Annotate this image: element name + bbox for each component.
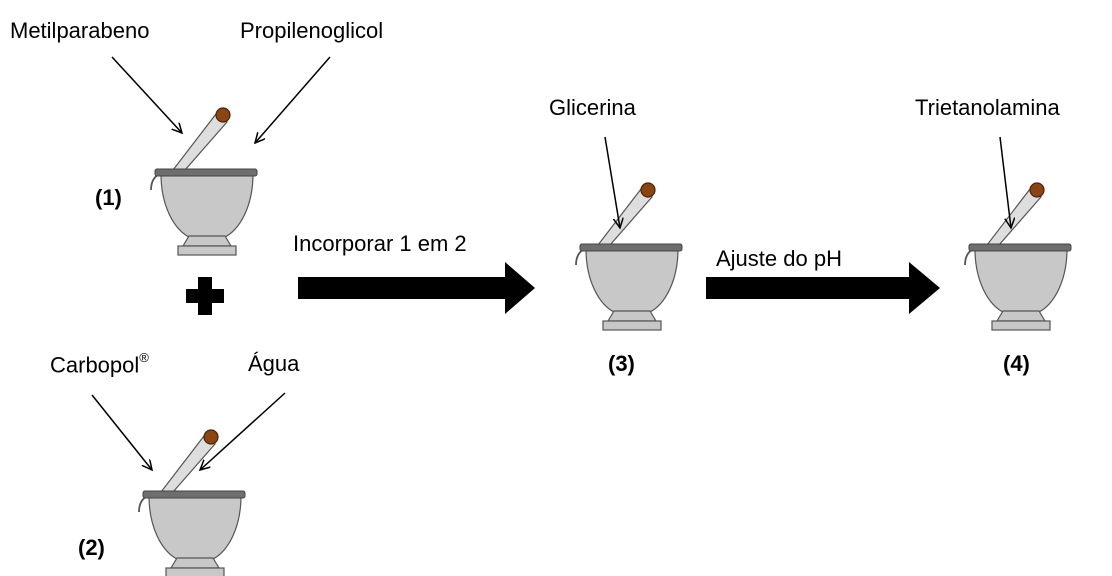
label-propilenoglicol: Propilenoglicol: [240, 18, 384, 43]
pointer-propilenoglicol-arrow: [255, 56, 331, 143]
plus-icon: [186, 277, 224, 315]
pointer-carbopol-arrow: [91, 394, 152, 470]
label-incorporar: Incorporar 1 em 2: [293, 231, 467, 256]
mortar-1-icon: [150, 107, 258, 256]
pointer-trietanolamina-arrow: [999, 136, 1011, 228]
incorporate-arrow: [298, 262, 535, 314]
mortar-2-icon: [138, 429, 246, 576]
step-3-number: (3): [608, 351, 635, 376]
mortar-4-icon: [964, 182, 1072, 331]
label-metilparabeno: Metilparabeno: [10, 18, 150, 43]
step-2-number: (2): [78, 535, 105, 560]
mortar-3-icon: [575, 182, 683, 331]
label-carbopol: Carbopol®: [50, 350, 149, 378]
label-ajuste-ph: Ajuste do pH: [716, 246, 842, 271]
ph-adjust-arrow: [706, 262, 940, 314]
label-glicerina: Glicerina: [549, 95, 636, 120]
pointer-metilparabeno-arrow: [111, 56, 182, 133]
registered-mark: ®: [139, 350, 149, 365]
step-4-number: (4): [1003, 351, 1030, 376]
step-1-number: (1): [95, 185, 122, 210]
pointer-agua-arrow: [200, 392, 286, 470]
pointer-glicerina-arrow: [604, 136, 620, 228]
label-agua: Água: [248, 351, 300, 376]
label-trietanolamina: Trietanolamina: [915, 95, 1060, 120]
label-carbopol-text: Carbopol: [50, 352, 140, 378]
